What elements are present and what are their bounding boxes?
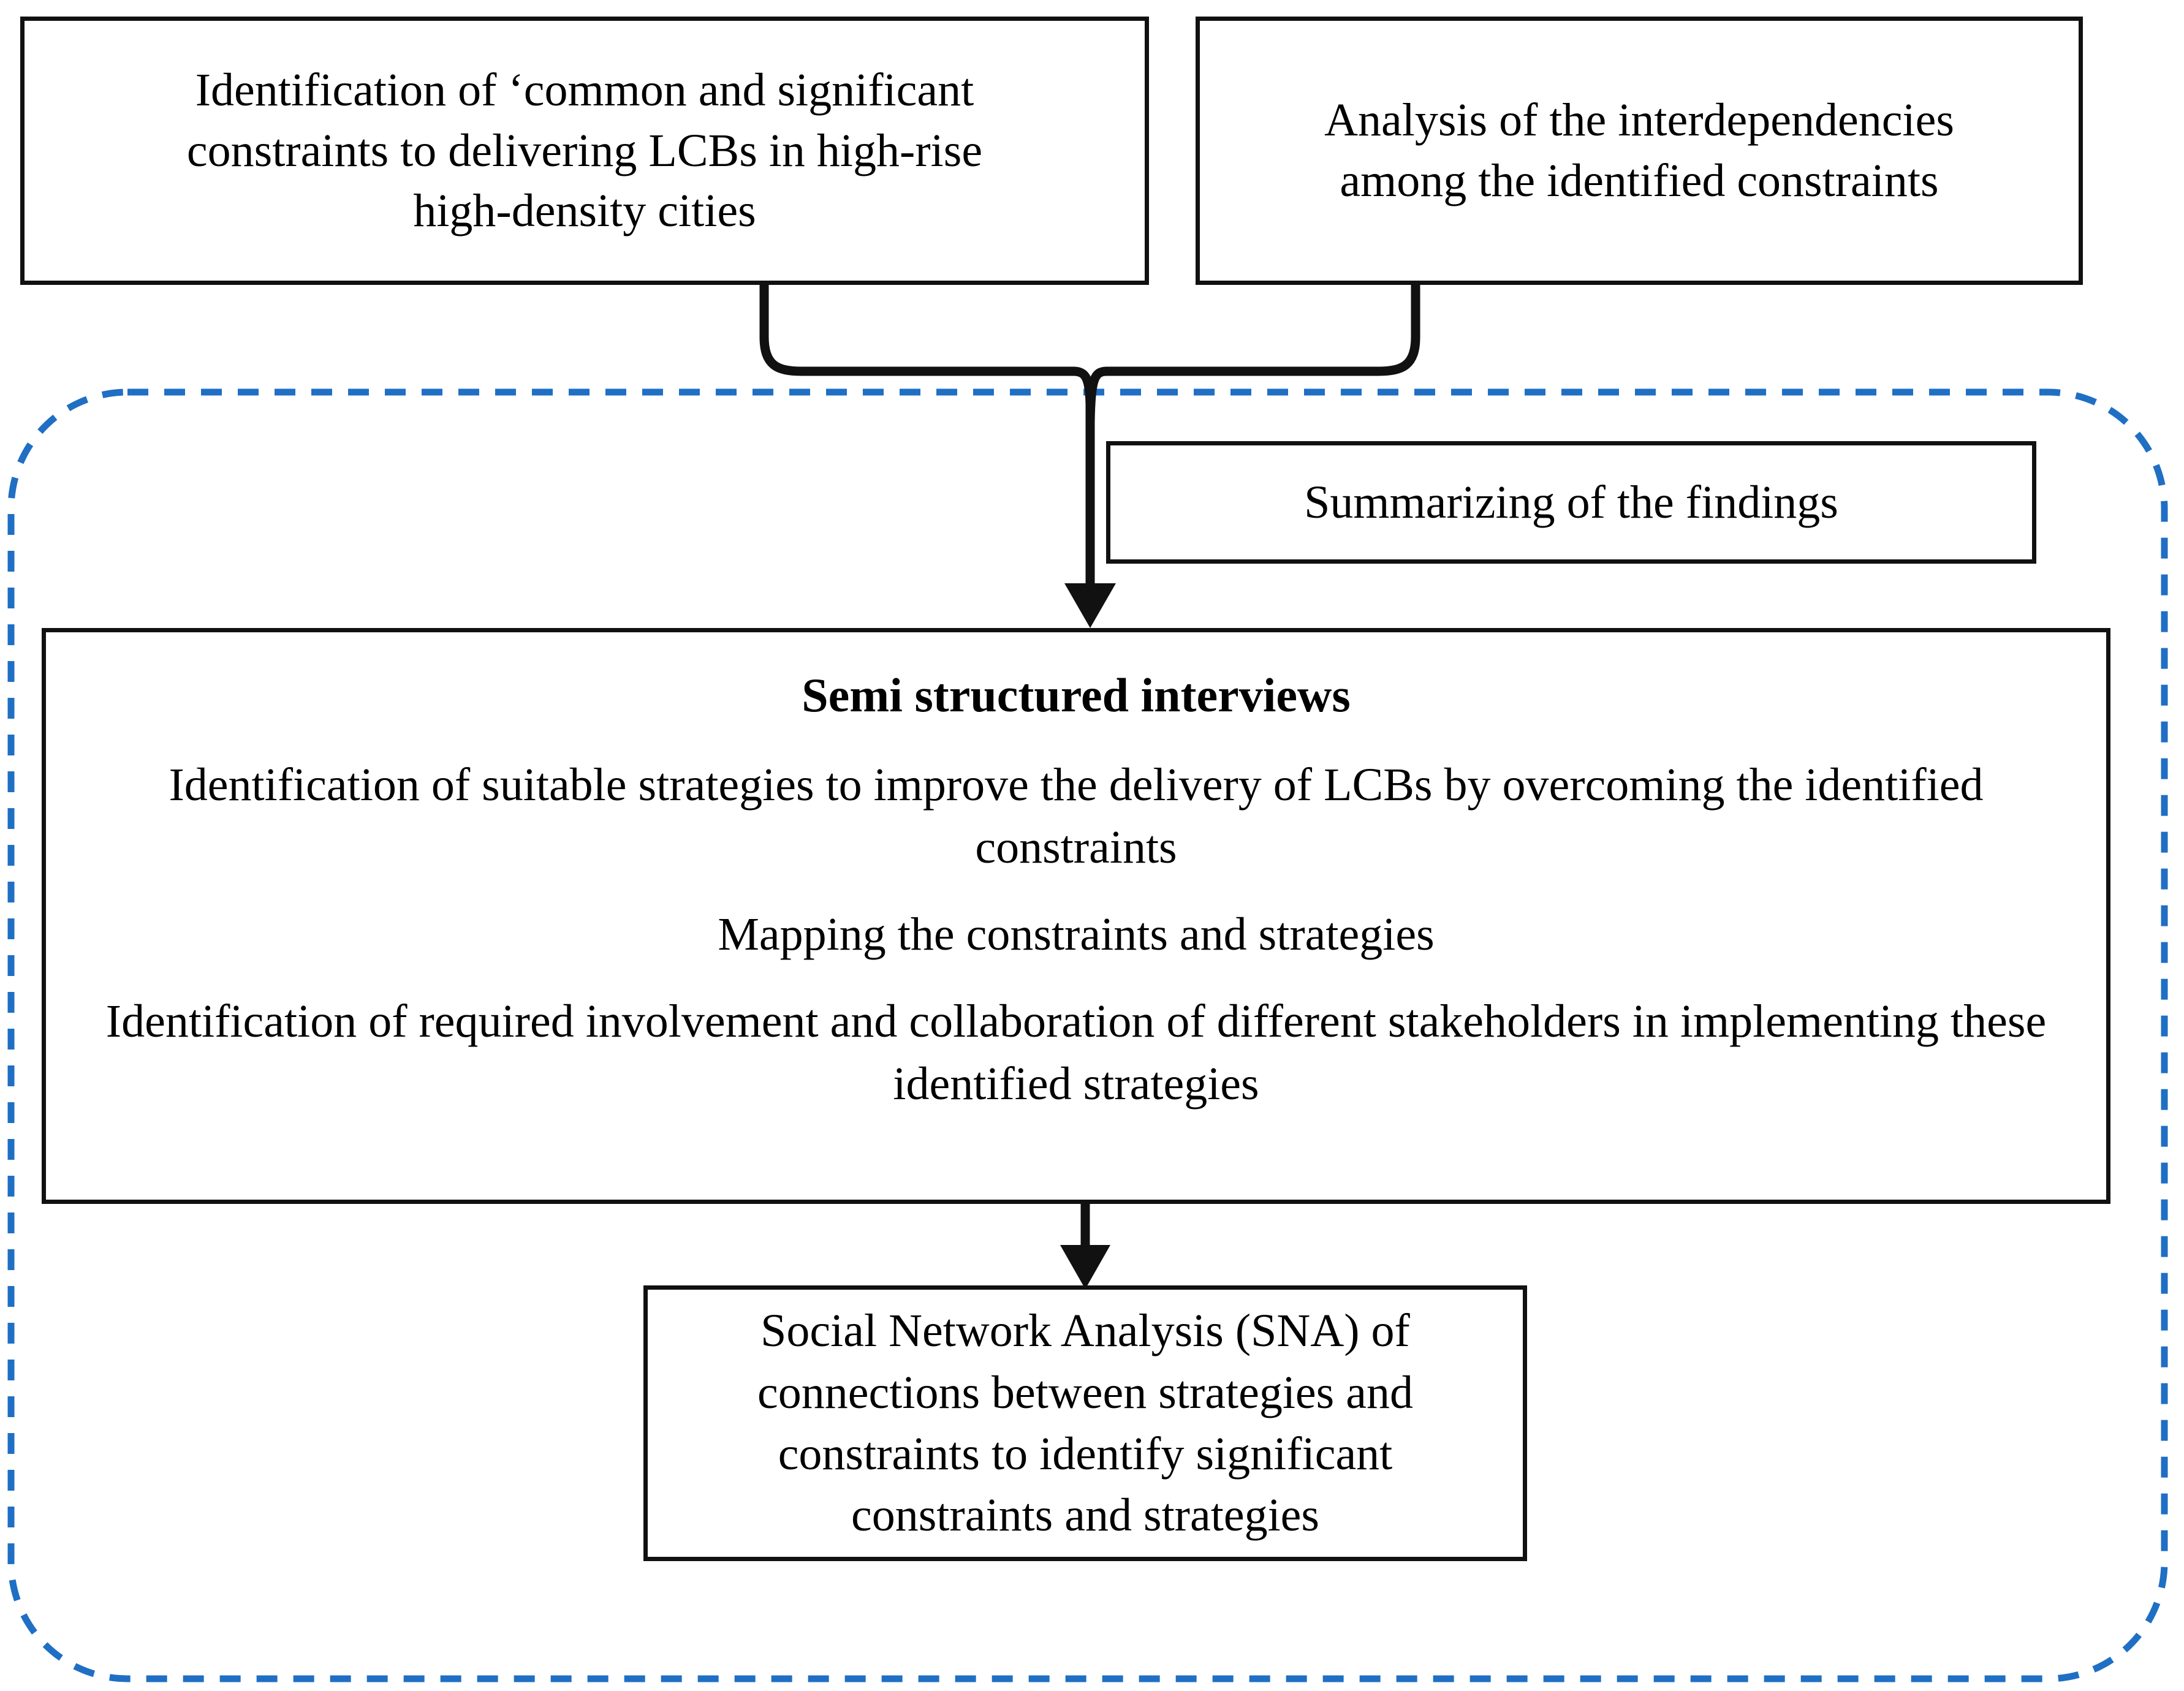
box-sna-line-3: constraints to identify significant (778, 1428, 1393, 1480)
brace-left-arm (759, 281, 1079, 376)
box-constraints-line-3: high-density cities (413, 185, 756, 237)
sna-arrowhead (1060, 1245, 1110, 1289)
box-interdependencies-line-2: among the identified constraints (1340, 155, 1939, 206)
box-sna-line-1: Social Network Analysis (SNA) of (760, 1305, 1410, 1357)
brace-center-notch (1069, 366, 1112, 428)
box-summarizing-of-findings[interactable]: Summarizing of the findings (1106, 441, 2036, 564)
box-interdependencies-line-1: Analysis of the interdependencies (1324, 94, 1954, 146)
brace-right-arm (1102, 281, 1420, 376)
box-semi-structured-interviews[interactable]: Semi structured interviews Identificatio… (42, 628, 2110, 1204)
box-constraints-line-2: constraints to delivering LCBs in high-r… (186, 124, 983, 176)
box-interviews-paragraph-1: Identification of suitable strategies to… (169, 759, 1984, 874)
box-social-network-analysis[interactable]: Social Network Analysis (SNA) of connect… (643, 1285, 1527, 1561)
box-interviews-heading: Semi structured interviews (802, 668, 1351, 722)
box-sna-line-4: constraints and strategies (851, 1489, 1319, 1542)
brace-arrowhead (1064, 583, 1116, 628)
box-sna-line-2: connections between strategies and (757, 1366, 1413, 1418)
box-summarizing-line-1: Summarizing of the findings (1304, 476, 1838, 528)
box-identification-of-constraints[interactable]: Identification of ‘common and significan… (20, 17, 1149, 285)
box-interviews-paragraph-3: Identification of required involvement a… (105, 995, 2047, 1110)
box-constraints-line-1: Identification of ‘common and significan… (195, 64, 974, 116)
box-interviews-paragraph-2: Mapping the constraints and strategies (718, 909, 1435, 961)
box-analysis-of-interdependencies[interactable]: Analysis of the interdependencies among … (1196, 17, 2083, 285)
